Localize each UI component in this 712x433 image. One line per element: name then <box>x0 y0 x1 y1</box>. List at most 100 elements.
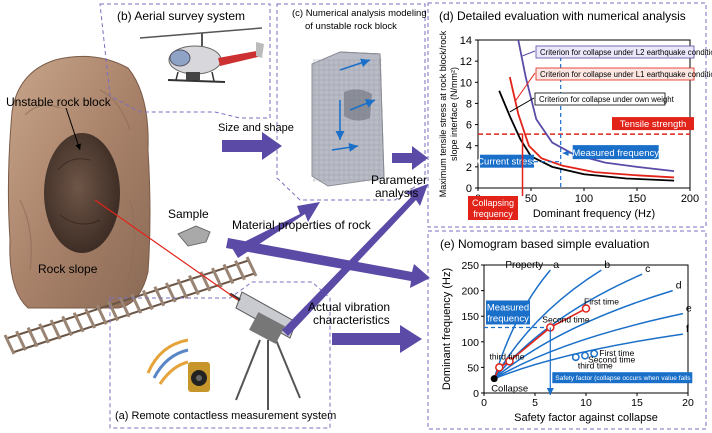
chart-d-legend-box <box>535 45 695 59</box>
flow-arrows <box>222 132 430 353</box>
rail-tie <box>153 286 166 307</box>
chart-d-ylabel: Maximum tensile stress at rock block/roc… <box>438 30 448 197</box>
nomogram-curve-label: f <box>686 323 689 335</box>
e-safety-label: Safety factor (collapse occurs when valu… <box>555 375 712 382</box>
tensile-strength-label: Tensile strength <box>620 119 687 130</box>
chart-d-series-pointer <box>514 72 536 102</box>
panel-d-frame <box>427 2 707 228</box>
sample-label: Sample <box>168 207 209 221</box>
rail-tie <box>26 326 39 348</box>
e-blue-second-label: Second time <box>588 354 636 364</box>
param-label-1: Parameter <box>371 173 428 187</box>
rail-tie <box>118 297 131 318</box>
sample-rock <box>177 225 211 247</box>
panel-c-title-line1: (c) Numerical analysis modeling <box>292 8 427 19</box>
e-blue-third-label: third time <box>578 360 613 370</box>
chart-d-series-line <box>508 76 675 179</box>
rock-slope-image <box>7 55 151 309</box>
rail-tie <box>72 312 85 333</box>
actual-vib-label-1: Actual vibration <box>308 300 391 314</box>
chart-e-xtick-label: 10 <box>580 397 592 409</box>
nomogram-curve <box>493 312 684 380</box>
chart-d-legend-box <box>535 67 695 81</box>
chart-d-ytick-label: 4 <box>466 141 472 153</box>
material-label: Material properties of rock <box>232 218 371 232</box>
rail-tie <box>84 308 97 329</box>
panel-c-frame <box>276 3 426 201</box>
nomogram-curve <box>493 269 602 380</box>
mesh-model-image <box>311 51 385 187</box>
laser-device-image <box>229 291 301 410</box>
chart-d-xtick-label: 50 <box>525 193 537 205</box>
panel-e-title: (e) Nomogram based simple evaluation <box>440 237 650 251</box>
chart-d-legend-box <box>534 92 666 106</box>
e-red-first-label: First time <box>584 297 619 307</box>
chart-d-legend-label: Criterion for collapse under own weight <box>539 95 675 104</box>
rail-tie <box>234 260 246 281</box>
rail-tie <box>15 330 27 351</box>
rail-tie <box>130 293 143 314</box>
measured-frequency-label: Measured frequency <box>572 148 659 159</box>
panel-a-frame <box>109 281 331 429</box>
e-red-second-label: Second time <box>542 314 590 324</box>
current-stress-box <box>480 154 534 168</box>
rail-tie <box>3 334 16 355</box>
rail-tie <box>61 315 73 337</box>
helicopter-image <box>139 27 264 83</box>
param-label-2: analysis <box>375 186 419 200</box>
nomogram-curve-label: e <box>686 303 692 315</box>
chart-e-xtick-label: 5 <box>532 397 538 409</box>
nomogram-curve-label: b <box>604 259 610 271</box>
rail-tie <box>38 323 50 344</box>
railway-track <box>3 256 258 355</box>
rail-tie <box>107 300 120 322</box>
chart-d-ytick-label: 0 <box>466 183 472 195</box>
e-blue-point <box>590 349 599 358</box>
e-blue-point <box>581 351 589 360</box>
arrow-actual-to-d <box>282 184 428 336</box>
e-collapse-label: Collapse <box>491 384 528 395</box>
chart-d-ytick-label: 10 <box>460 77 472 89</box>
chart-e-ytick-label: 0 <box>473 388 479 400</box>
panel-b-frame <box>99 3 271 119</box>
unstable-rock-label: Unstable rock block <box>6 95 111 109</box>
chart-d: 02468101214050100150200Dominant frequenc… <box>438 30 712 220</box>
panel-b-title: (b) Aerial survey system <box>117 9 246 23</box>
chart-e-ytick-label: 250 <box>461 260 479 272</box>
rail-tie <box>95 304 108 325</box>
e-red-point <box>505 357 514 366</box>
chart-d-xlabel: Dominant frequency (Hz) <box>533 208 655 220</box>
chart-d-ytick-label: 6 <box>466 120 472 132</box>
arrow-c-to-d <box>392 146 428 170</box>
speaker-icon <box>146 338 210 392</box>
chart-d-xtick-label: 150 <box>628 193 646 205</box>
collapsing-frequency-label-2: frequency <box>473 209 513 219</box>
current-stress-label: Current stress <box>477 157 537 168</box>
actual-vib-label-2: characteristics <box>313 313 390 327</box>
chart-e-xtick-label: 15 <box>631 397 643 409</box>
e-collapse-point <box>490 375 498 383</box>
chart-d-series-pointer <box>522 50 536 57</box>
panel-a-title: (a) Remote contactless measurement syste… <box>115 410 337 422</box>
chart-e-plot-area <box>483 264 689 394</box>
chart-d-ylabel: slope interface (N/mm²) <box>449 67 459 161</box>
panel-d-title: (d) Detailed evaluation with numerical a… <box>439 9 686 23</box>
e-measured-frequency-box <box>486 300 530 325</box>
e-red-point <box>495 363 504 372</box>
chart-d-xtick-label: 200 <box>681 193 699 205</box>
chart-e-ytick-label: 200 <box>461 286 479 298</box>
chart-e-xtick-label: 0 <box>481 397 487 409</box>
arrow-actual-to-e <box>332 325 422 353</box>
chart-d-legend-label: Criterion for collapse under L1 earthqua… <box>540 70 712 79</box>
chart-d-legend-label: Criterion for collapse under L2 earthqua… <box>540 48 712 57</box>
nomogram-curve-label: a <box>553 259 559 271</box>
chart-d-ytick-label: 8 <box>466 98 472 110</box>
e-red-point <box>581 304 591 313</box>
chart-d-ytick-label: 12 <box>460 56 472 68</box>
chart-e-ytick-label: 100 <box>461 337 479 349</box>
rail-tie <box>176 278 189 299</box>
chart-e-ytick-label: 50 <box>467 362 479 374</box>
